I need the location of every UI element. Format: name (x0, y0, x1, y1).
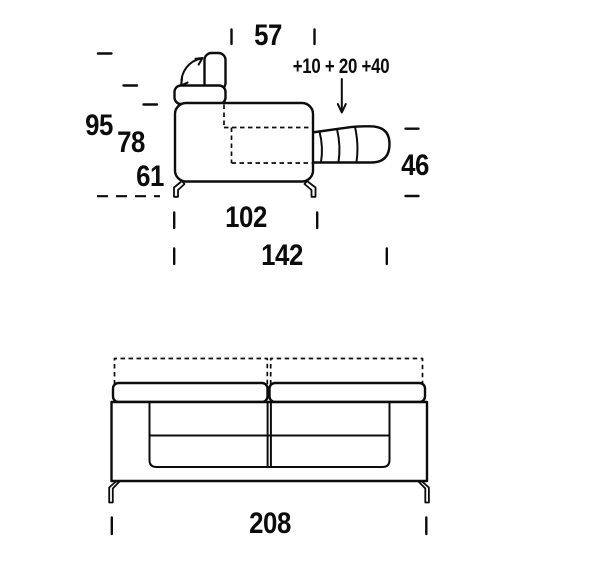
side-right-leg-shape (303, 180, 317, 198)
dim-extension-steps-label: +10 + 20 +40 (292, 55, 390, 78)
right-backrest-cushion-shape (268, 381, 427, 404)
sofa-body-side-shape (173, 101, 315, 183)
dim-width-label: 208 (249, 507, 291, 540)
dim-seat-height-label: 46 (401, 149, 429, 182)
hidden-mechanism-dashed-lines (223, 104, 313, 164)
front-view-drawing (108, 357, 430, 504)
sofa-body-front-shape (110, 400, 429, 483)
dim-armrest-height-label: 61 (136, 160, 164, 193)
left-headrest-raised-dashed (113, 357, 269, 385)
dim-seat-depth-label: 57 (254, 19, 282, 52)
front-right-leg-shape (417, 480, 430, 504)
front-left-leg-shape (108, 480, 121, 504)
dim-backrest-height-label: 78 (117, 126, 145, 159)
headrest-fold-arrow-icon (180, 57, 204, 87)
side-left-leg-shape (173, 180, 186, 198)
backrest-shape (173, 84, 227, 106)
seat-cushions-front (148, 402, 391, 468)
extension-pointer-arrow-icon (336, 78, 347, 114)
side-view-dimension-ticks (96, 28, 420, 266)
side-view-drawing (173, 51, 391, 198)
right-headrest-raised-dashed (269, 357, 424, 385)
seat-extension-shape (310, 125, 391, 164)
dim-total-height-label: 95 (85, 109, 113, 142)
left-backrest-cushion-shape (111, 381, 269, 404)
front-view-dimension-ticks (110, 516, 428, 536)
dim-extended-depth-label: 142 (261, 239, 303, 272)
dim-depth-label: 102 (225, 201, 267, 234)
